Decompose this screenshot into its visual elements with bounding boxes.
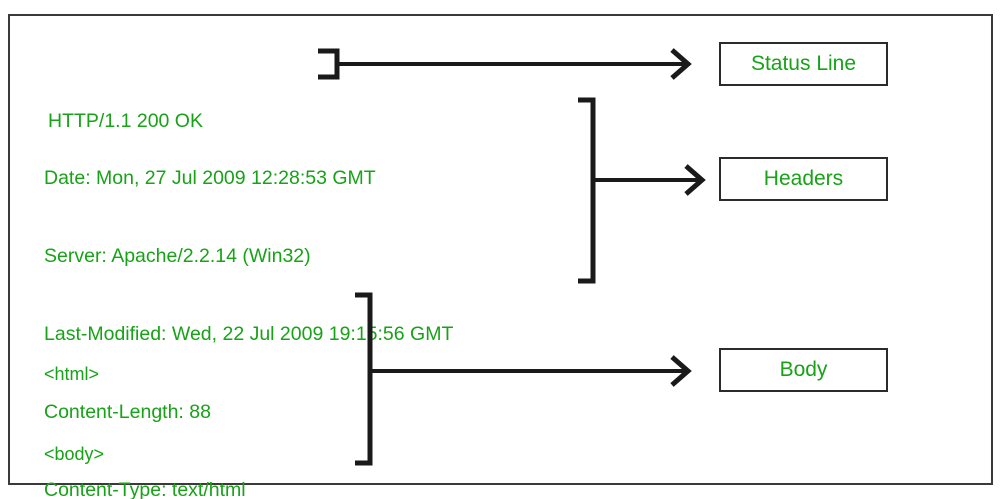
header-row-last-modified: Last-Modified: Wed, 22 Jul 2009 19:15:56… xyxy=(44,323,454,345)
diagram-frame xyxy=(8,14,993,485)
label-box-headers-text: Headers xyxy=(763,167,844,190)
header-row-content-type: Content-Type: text/html xyxy=(44,479,246,499)
body-text: <html> <body> <h1>Hello, World!</h1> </b… xyxy=(44,308,234,499)
label-box-status-line: Status Line xyxy=(719,42,888,86)
label-box-body: Body xyxy=(719,348,888,392)
status-line-text: HTTP/1.1 200 OK xyxy=(48,56,203,186)
header-row-date: Date: Mon, 27 Jul 2009 12:28:53 GMT xyxy=(44,167,376,189)
headers-text: Date: Mon, 27 Jul 2009 12:28:53 GMT Serv… xyxy=(44,113,453,499)
body-row-html-open: <html> xyxy=(44,364,100,384)
header-row-content-length: Content-Length: 88 xyxy=(44,401,211,423)
label-box-headers: Headers xyxy=(719,157,888,201)
label-box-body-text: Body xyxy=(779,358,828,381)
body-row-body-open: <body> xyxy=(44,443,105,464)
label-box-status-line-text: Status Line xyxy=(750,52,857,75)
header-row-server: Server: Apache/2.2.14 (Win32) xyxy=(44,245,311,267)
status-line-row: HTTP/1.1 200 OK xyxy=(48,110,203,132)
